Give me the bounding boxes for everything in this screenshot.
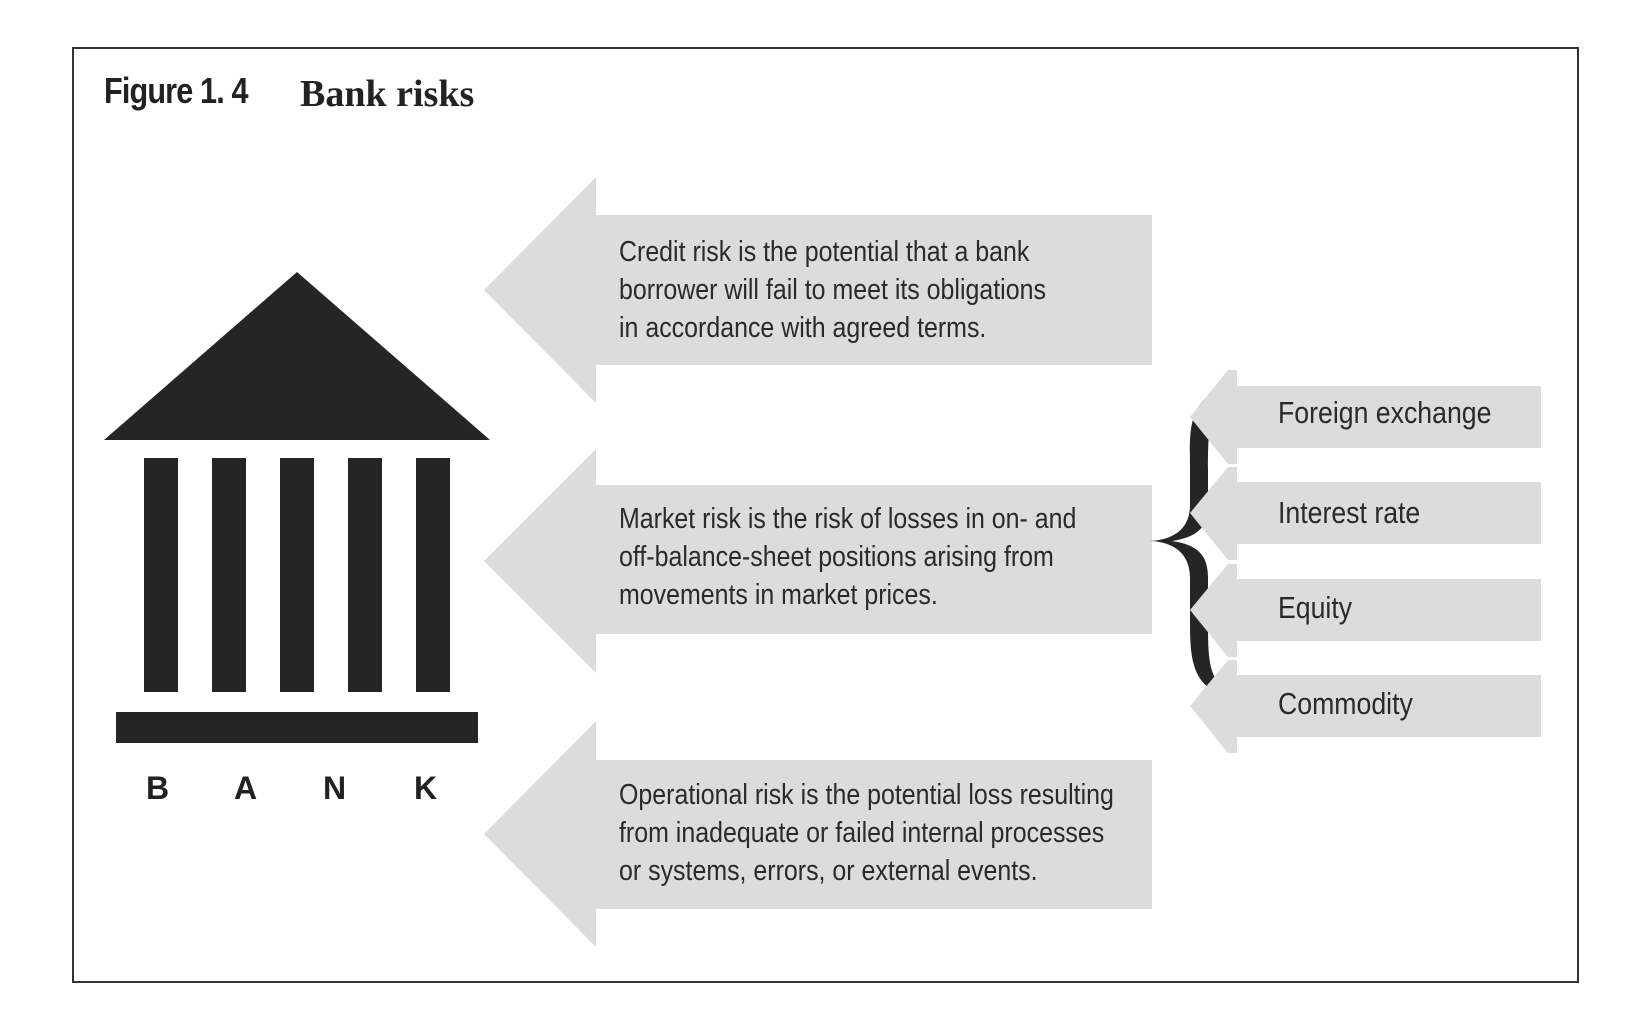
bank-base bbox=[116, 712, 478, 743]
credit-risk-line: Credit risk is the potential that a bank bbox=[619, 236, 1030, 268]
interest-rate-label: Interest rate bbox=[1278, 495, 1421, 530]
equity-arrow bbox=[1228, 564, 1541, 657]
equity-arrowhead bbox=[1190, 564, 1237, 657]
figure-label: Figure 1. 4 bbox=[104, 70, 249, 111]
foreign-exchange-label: Foreign exchange bbox=[1278, 395, 1492, 430]
equity-label: Equity bbox=[1278, 590, 1353, 625]
figure-title: Figure 1. 4 Bank risks bbox=[104, 70, 474, 115]
foreign-exchange-arrowhead bbox=[1190, 370, 1237, 464]
commodity-arrow bbox=[1228, 660, 1541, 753]
commodity-arrowhead bbox=[1190, 660, 1237, 753]
operational-risk-arrow bbox=[484, 721, 1152, 947]
interest-rate-arrowhead bbox=[1190, 467, 1237, 560]
bank-column bbox=[280, 458, 314, 692]
operational-risk-line: Operational risk is the potential loss r… bbox=[619, 779, 1114, 811]
figure-name: Bank risks bbox=[300, 73, 475, 115]
bank-column bbox=[144, 458, 178, 692]
credit-risk-line: in accordance with agreed terms. bbox=[619, 312, 987, 344]
market-risk-line: movements in market prices. bbox=[619, 579, 938, 611]
bank-letter-b: B bbox=[146, 770, 170, 806]
operational-risk-text: Operational risk is the potential loss r… bbox=[619, 776, 1135, 890]
credit-risk-line: borrower will fail to meet its obligatio… bbox=[619, 274, 1046, 306]
operational-risk-line: from inadequate or failed internal proce… bbox=[619, 817, 1105, 849]
interest-rate-arrow bbox=[1228, 467, 1541, 560]
market-risk-text: Market risk is the risk of losses in on-… bbox=[619, 500, 1135, 614]
foreign-exchange-arrow bbox=[1228, 370, 1541, 464]
bank-roof bbox=[104, 272, 490, 440]
market-risk-arrow bbox=[484, 449, 1152, 673]
market-risk-line: off-balance-sheet positions arising from bbox=[619, 541, 1054, 573]
bank-letter-k: K bbox=[414, 770, 438, 806]
credit-risk-text: Credit risk is the potential that a bank… bbox=[619, 233, 1135, 347]
bank-column bbox=[416, 458, 450, 692]
bank-letter-n: N bbox=[323, 770, 347, 806]
bank-icon bbox=[104, 272, 490, 743]
operational-risk-line: or systems, errors, or external events. bbox=[619, 855, 1038, 887]
bank-letter-a: A bbox=[234, 770, 258, 806]
commodity-label: Commodity bbox=[1278, 686, 1413, 721]
market-risk-line: Market risk is the risk of losses in on-… bbox=[619, 503, 1077, 535]
bank-column bbox=[348, 458, 382, 692]
figure-frame bbox=[72, 47, 1579, 983]
curly-brace-icon bbox=[1150, 387, 1232, 697]
credit-risk-arrow bbox=[484, 177, 1152, 403]
bank-column bbox=[212, 458, 246, 692]
